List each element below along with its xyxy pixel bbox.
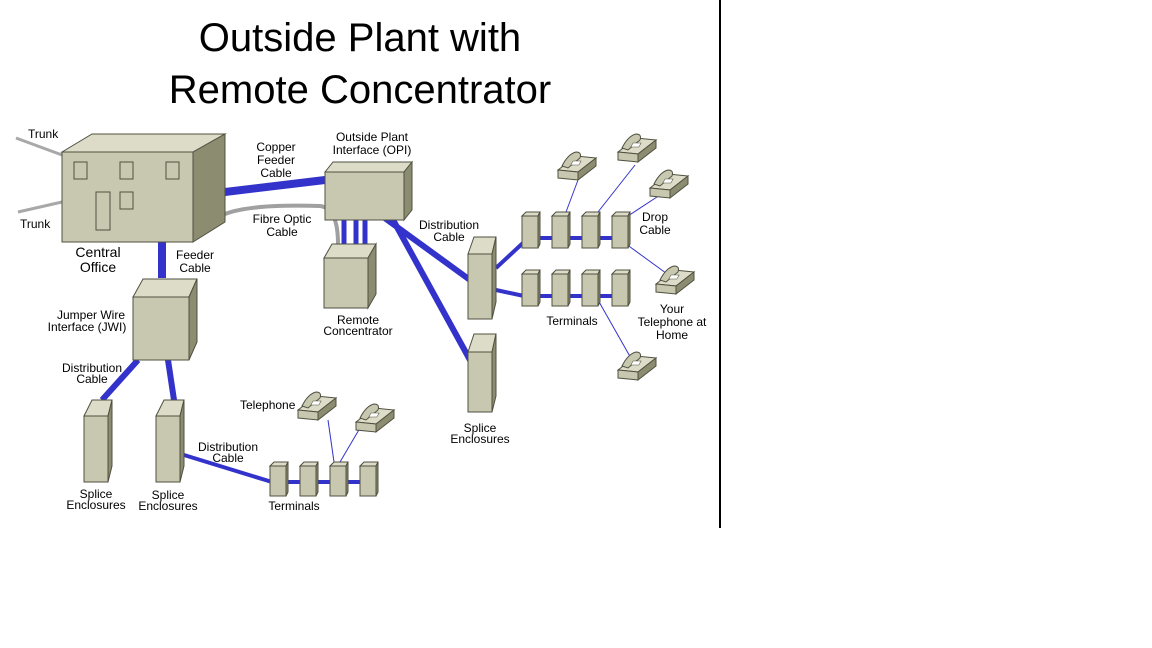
- terminals-bottom: [268, 461, 379, 497]
- opi-label-2: Interface (OPI): [333, 143, 412, 157]
- splice-c-label-2: Enclosures: [450, 432, 509, 446]
- splice-c-label-1: Splice: [464, 421, 497, 435]
- distribution-right-label-2: Cable: [433, 230, 465, 244]
- telephone-icon: [649, 169, 689, 199]
- remote-concentrator-label-1: Remote: [337, 313, 379, 327]
- your-telephone-label-3: Home: [656, 328, 688, 342]
- distribution-cable-left-a: [99, 357, 141, 403]
- remote-concentrator-label-2: Concentrator: [323, 324, 392, 338]
- fibre-optic-label-1: Fibre Optic: [253, 212, 312, 226]
- feeder-cable-label-2: Cable: [179, 261, 211, 275]
- distribution-bottom-label-1: Distribution: [198, 440, 258, 454]
- opi-label-1: Outside Plant: [336, 130, 409, 144]
- telephone-icon: [617, 133, 657, 163]
- diagram-title-line-2: Remote Concentrator: [168, 68, 552, 112]
- cable-lower-terminals: [495, 288, 525, 298]
- jwi-box: [132, 278, 198, 361]
- diagram-title-line-1: Outside Plant with: [198, 16, 522, 60]
- copper-feeder-label-1: Copper: [256, 140, 295, 154]
- distribution-left-label-1: Distribution: [62, 361, 122, 375]
- opi-box: [323, 160, 414, 222]
- your-telephone-label-2: Telephone at: [638, 315, 707, 329]
- fibre-optic-label-2: Cable: [266, 225, 298, 239]
- copper-feeder-label-2: Feeder: [257, 153, 295, 167]
- distribution-cable-bottom: [183, 453, 273, 484]
- splice-a-label-2: Enclosures: [66, 498, 125, 512]
- your-telephone-label-1: Your: [660, 302, 684, 316]
- central-office-building: [60, 133, 227, 243]
- terminals-bottom-label: Terminals: [268, 499, 319, 513]
- trunk-line-top: [15, 136, 63, 157]
- feeder-cable-label-1: Feeder: [176, 248, 214, 262]
- splice-enclosure-d: [467, 236, 497, 320]
- splice-b-label-1: Splice: [152, 488, 185, 502]
- telephone-icon: [355, 403, 395, 433]
- splice-enclosure-b: [155, 399, 185, 483]
- copper-feeder-label-3: Cable: [260, 166, 292, 180]
- jwi-label-2: Interface (JWI): [48, 320, 127, 334]
- telephone-label: Telephone: [240, 398, 296, 412]
- distribution-cable-right-b: [389, 216, 473, 362]
- trunk-label-top: Trunk: [28, 127, 59, 141]
- jwi-label-1: Jumper Wire: [57, 308, 125, 322]
- trunk-line-bottom: [17, 200, 63, 214]
- drop-lines: [327, 164, 671, 463]
- drop-cable-label-1: Drop: [642, 210, 668, 224]
- vertical-divider: [719, 0, 721, 528]
- terminals-right-upper: [520, 211, 631, 249]
- copper-feeder-cable: [224, 176, 326, 196]
- telephone-icon: [557, 151, 597, 181]
- telephone-icon: [297, 391, 337, 421]
- distribution-bottom-label-2: Cable: [212, 451, 244, 465]
- drop-cable-label-2: Cable: [639, 223, 671, 237]
- remote-concentrator-box: [323, 242, 377, 310]
- cable-upper-terminals: [494, 240, 526, 270]
- splice-a-label-1: Splice: [80, 487, 113, 501]
- terminals-right-label: Terminals: [546, 314, 597, 328]
- central-office-label-2: Office: [80, 259, 117, 275]
- distribution-left-label-2: Cable: [76, 372, 108, 386]
- splice-enclosure-a: [83, 399, 113, 483]
- distribution-cable-left-b: [165, 359, 177, 401]
- fibre-optic-cable: [224, 203, 340, 245]
- distribution-right-label-1: Distribution: [419, 218, 479, 232]
- telephone-icon: [617, 351, 657, 381]
- central-office-label-1: Central: [75, 244, 120, 260]
- splice-enclosure-c: [467, 333, 497, 413]
- trunk-lines: [15, 136, 63, 214]
- trunk-label-bottom: Trunk: [20, 217, 51, 231]
- splice-b-label-2: Enclosures: [138, 499, 197, 513]
- terminals-right-lower: [520, 269, 631, 307]
